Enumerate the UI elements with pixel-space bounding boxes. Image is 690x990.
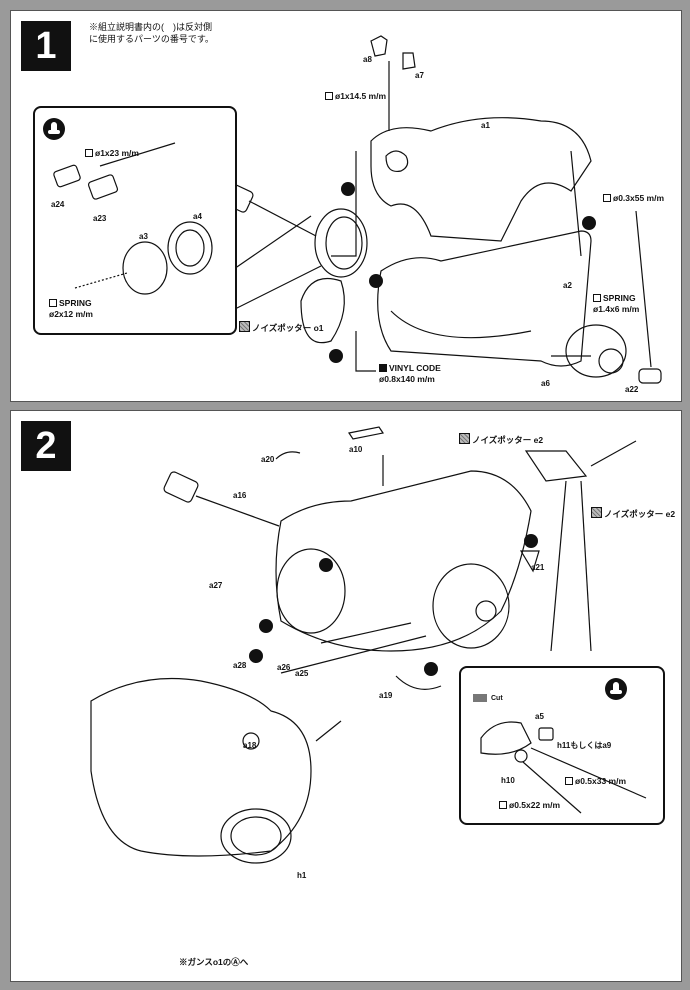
cut-label: Cut <box>491 695 503 702</box>
spec-spring-left: SPRING ø2x12 m/m <box>49 298 93 319</box>
label-a28: a28 <box>233 661 247 670</box>
label-a20: a20 <box>261 455 275 464</box>
step-1-drawing <box>218 35 662 384</box>
part-a19 <box>395 675 442 690</box>
part-a24 <box>53 164 81 188</box>
label-a8: a8 <box>363 55 372 64</box>
part-a7 <box>402 52 416 70</box>
part-right-disc <box>432 563 510 649</box>
part-dome <box>276 548 346 634</box>
detail-inset-lamp: Cut a5 h11もしくはa9 h10 ø0.5x33 m/m ø0.5x22… <box>459 666 665 825</box>
housing-assembled <box>275 470 532 652</box>
label-a6: a6 <box>541 379 550 388</box>
spec-noise-right: ノイズポッター e2 <box>591 507 675 520</box>
footnote: ※ガンスo1のⒶへ <box>179 957 249 967</box>
label-a23: a23 <box>93 214 107 223</box>
spec-noise-pot-o1: ノイズポッター o1 <box>239 321 324 334</box>
label-a1: a1 <box>481 121 490 130</box>
step-2-drawing <box>90 426 637 864</box>
inset-lamp-drawing <box>480 721 647 814</box>
spec-rod-1x14: ø1x14.5 m/m <box>325 91 386 102</box>
part-dome-o1 <box>300 277 345 344</box>
glue-icon <box>605 678 627 700</box>
cut-icon <box>473 694 487 702</box>
label-a22: a22 <box>625 385 639 394</box>
label-a16: a16 <box>233 491 247 500</box>
part-a21 <box>519 550 540 573</box>
label-a27: a27 <box>209 581 223 590</box>
part-h10 <box>514 749 528 763</box>
label-a10: a10 <box>349 445 363 454</box>
label-a26: a26 <box>277 663 291 672</box>
step-2-panel: 2 <box>10 410 682 982</box>
step-1-panel: 1 ※組立説明書内の( )は反対側 に使用するパーツの番号です。 <box>10 10 682 402</box>
spec-vinyl-code: VINYL CODE ø0.8x140 m/m <box>379 363 441 384</box>
part-a10 <box>348 426 384 440</box>
part-a22 <box>638 368 662 384</box>
label-a25: a25 <box>295 669 309 678</box>
spec-rod-05x33: ø0.5x33 m/m <box>565 776 626 787</box>
part-h11 <box>538 727 554 741</box>
part-h1 <box>220 808 292 864</box>
housing-bottom-view <box>90 677 312 857</box>
label-a18: a18 <box>243 741 257 750</box>
label-h10: h10 <box>501 776 515 785</box>
part-lamp <box>524 450 588 482</box>
housing-a1 <box>370 117 592 242</box>
part-a20 <box>275 451 301 460</box>
label-a3: a3 <box>139 232 148 241</box>
label-h11: h11もしくはa9 <box>557 741 612 750</box>
label-a19: a19 <box>379 691 393 700</box>
inset-drawing <box>53 142 213 295</box>
spec-rod-05x22: ø0.5x22 m/m <box>499 800 560 811</box>
spring <box>74 272 128 289</box>
spec-noise-top: ノイズポッター e2 <box>459 433 543 446</box>
label-a7: a7 <box>415 71 424 80</box>
label-a24: a24 <box>51 200 65 209</box>
housing-socket <box>385 150 409 173</box>
spec-rod-03x55: ø0.3x55 m/m <box>603 193 664 204</box>
part-a6 <box>565 324 627 378</box>
label-a4: a4 <box>193 212 202 221</box>
spec-spring-right: SPRING ø1.4x6 m/m <box>593 293 640 314</box>
part-a4 <box>167 221 213 275</box>
part-round-motor <box>314 208 368 278</box>
step-note: ※組立説明書内の( )は反対側 に使用するパーツの番号です。 <box>89 22 214 44</box>
label-a21: a21 <box>531 563 545 572</box>
part-a23 <box>87 174 119 200</box>
part-plug <box>163 471 199 503</box>
label-h1: h1 <box>297 871 307 880</box>
part-a3 <box>122 241 168 295</box>
detail-inset: ø1x23 m/m a24 a23 a3 a4 SPRING ø2x12 m/m <box>33 106 237 335</box>
step-number: 1 <box>21 21 71 71</box>
label-a2: a2 <box>563 281 572 290</box>
spec-rod-1x23: ø1x23 m/m <box>85 148 139 159</box>
label-a5: a5 <box>535 712 544 721</box>
housing-a2 <box>377 230 592 367</box>
part-a5 <box>480 721 532 755</box>
glue-icon <box>43 118 65 140</box>
step-number: 2 <box>21 421 71 471</box>
housing-a2-edge <box>390 310 532 339</box>
part-a8 <box>370 35 388 57</box>
